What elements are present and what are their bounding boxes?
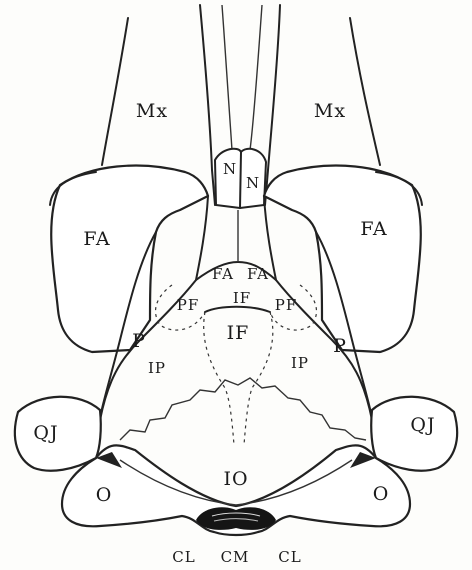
label-cl-right: CL: [278, 548, 301, 566]
io-suture: [120, 378, 366, 440]
label-pf-left: PF: [177, 296, 200, 314]
label-if-lower: IF: [227, 322, 250, 344]
maxilla-left-outline: [102, 18, 128, 165]
label-n-left: N: [223, 160, 237, 178]
label-fa-inner-left: FA: [212, 265, 234, 283]
if-plate-outline: [205, 307, 270, 312]
premaxilla-inner-right: [250, 5, 262, 150]
label-ip-right: IP: [291, 354, 309, 372]
label-cl-left: CL: [172, 548, 195, 566]
label-cm: CM: [221, 548, 250, 566]
label-p-right: P: [333, 335, 347, 357]
label-o-left: O: [96, 484, 113, 506]
label-pf-right: PF: [275, 296, 298, 314]
label-mx-right: Mx: [314, 100, 346, 122]
label-fa-left: FA: [83, 228, 110, 250]
nasal-suture: [240, 152, 241, 208]
fa-left-bone: [51, 166, 208, 352]
label-o-right: O: [373, 483, 390, 505]
label-ip-left: IP: [148, 359, 166, 377]
label-mx-left: Mx: [136, 100, 168, 122]
label-p-left: P: [132, 330, 146, 352]
premaxilla-left: [200, 5, 215, 205]
label-io: IO: [223, 468, 248, 490]
fa-right-bone: [264, 166, 421, 352]
premaxilla-inner-left: [222, 5, 232, 150]
label-qj-left: QJ: [33, 422, 58, 444]
label-fa-right: FA: [360, 218, 387, 240]
label-n-right: N: [246, 174, 260, 192]
maxilla-right-outline: [350, 18, 380, 165]
label-fa-inner-right: FA: [247, 265, 269, 283]
premaxilla-right: [265, 5, 280, 205]
label-if-upper: IF: [233, 289, 251, 307]
label-qj-right: QJ: [410, 414, 435, 436]
